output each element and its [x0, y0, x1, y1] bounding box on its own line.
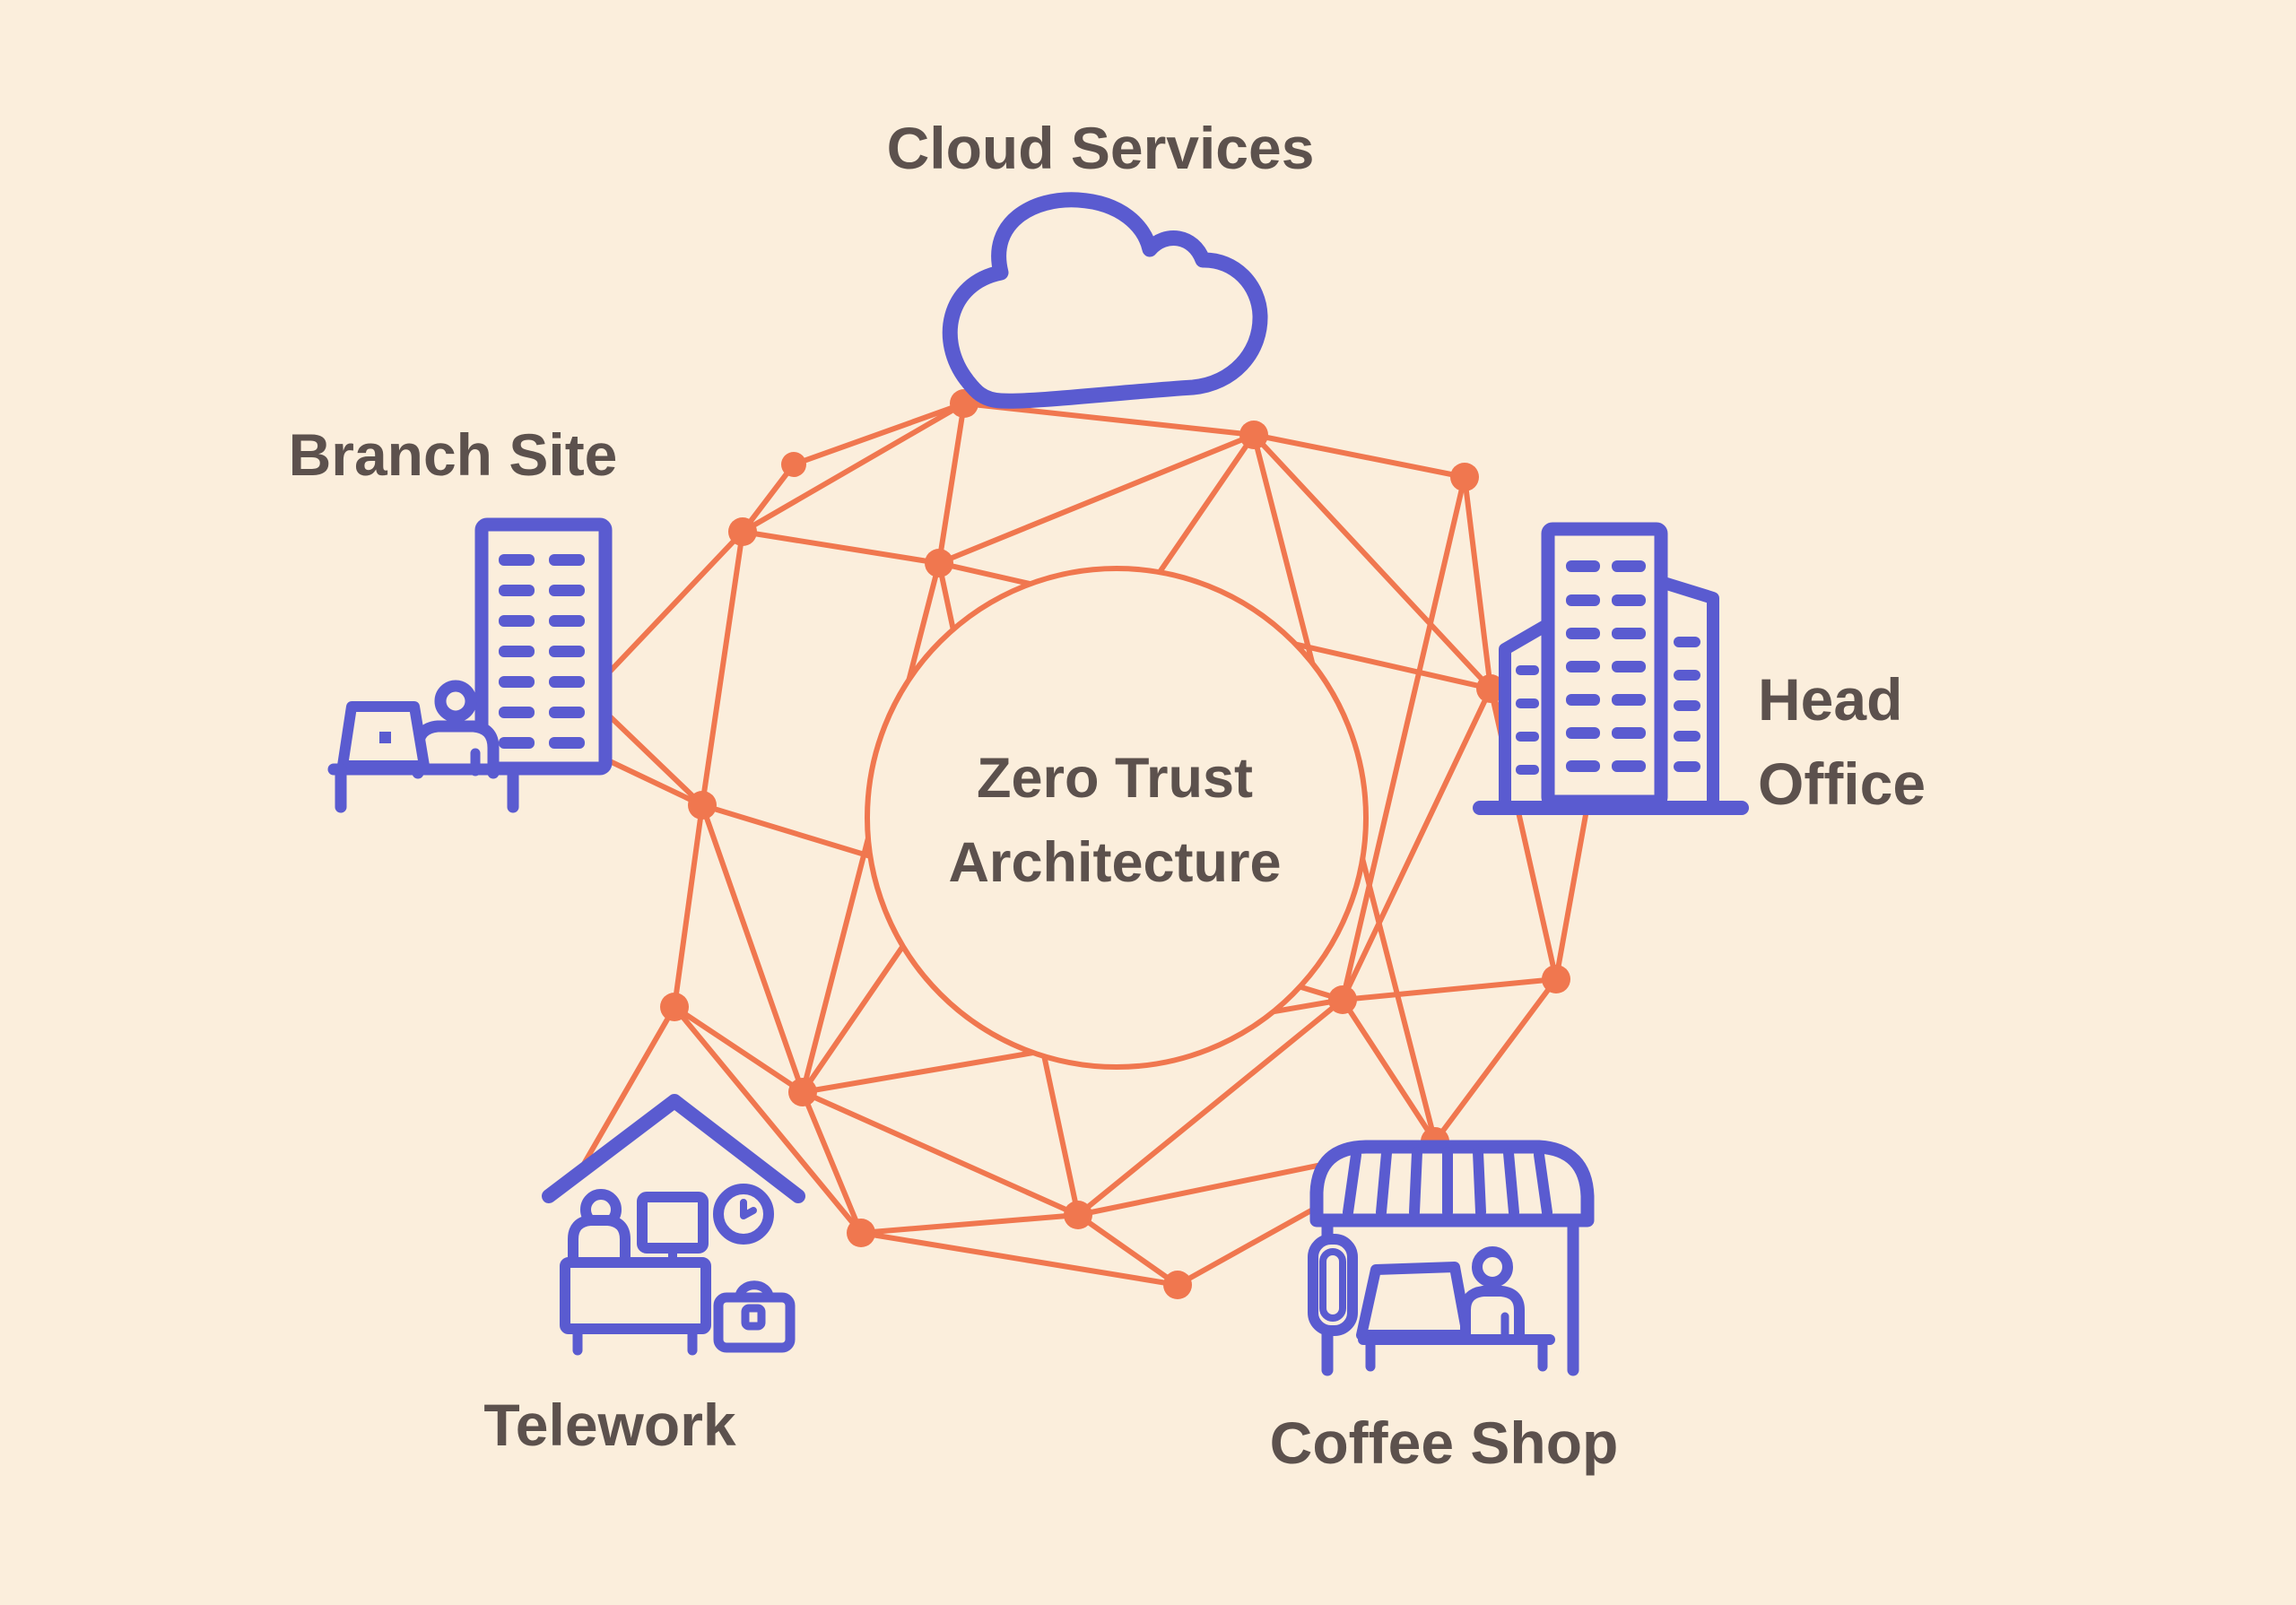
mesh-edge — [740, 529, 942, 566]
mesh-node — [1450, 463, 1479, 491]
mesh-edge — [800, 1089, 1081, 1218]
branch-site-icon — [327, 517, 613, 813]
mesh-edge — [936, 401, 967, 566]
label-head-office-line1: Head — [1758, 666, 1902, 733]
label-cloud-services: Cloud Services — [887, 115, 1315, 181]
mesh-node — [847, 1219, 875, 1247]
mesh-node — [688, 791, 717, 820]
mesh-node — [728, 517, 757, 546]
head-office-windows — [1516, 560, 1700, 775]
coffee-shop-awning-stripes — [1343, 1147, 1552, 1218]
center-title-line2: Architecture — [948, 831, 1281, 894]
mesh-edge — [672, 802, 705, 1010]
telework-desk — [560, 1257, 711, 1334]
telework-icon — [542, 1094, 805, 1356]
head-office-icon — [1473, 522, 1749, 815]
mesh-edge — [740, 401, 967, 534]
mesh-edge — [1340, 686, 1493, 1002]
label-telework: Telework — [483, 1392, 736, 1458]
telework-monitor — [637, 1192, 709, 1254]
central-circle — [865, 566, 1369, 1070]
mesh-edge — [672, 1004, 864, 1236]
mesh-node — [925, 549, 953, 577]
mesh-node — [1064, 1201, 1092, 1229]
mesh-edge — [1340, 976, 1559, 1002]
label-head-office-line2: Office — [1758, 750, 1926, 817]
branch-windows — [499, 554, 585, 749]
coffee-shop-icon — [1308, 1140, 1595, 1376]
mesh-edge — [589, 529, 745, 693]
telework-person-body — [568, 1215, 631, 1268]
label-branch-site: Branch Site — [289, 421, 618, 488]
mesh-edge — [1251, 432, 1467, 480]
mesh-edge — [800, 1089, 864, 1236]
mesh-node — [781, 452, 806, 477]
mesh-edge — [1432, 976, 1559, 1144]
branch-person-head — [434, 680, 477, 723]
center-title-line1: Zero Trust — [977, 747, 1253, 810]
mesh-edge — [858, 1230, 1180, 1288]
mesh-edge — [672, 1004, 805, 1095]
mesh-edge — [936, 432, 1257, 566]
mesh-edge — [858, 1212, 1081, 1236]
mesh-edge — [700, 529, 745, 808]
mesh-node — [788, 1078, 817, 1106]
mesh-node — [1542, 965, 1570, 993]
mesh-edge — [1340, 474, 1467, 1002]
mesh-edge — [1075, 997, 1345, 1218]
coffee-shop-laptop — [1356, 1262, 1473, 1340]
mesh-node — [1328, 985, 1357, 1014]
mesh-edge — [961, 401, 1257, 438]
mesh-edge — [700, 802, 805, 1095]
mesh-edge — [1462, 474, 1493, 691]
mesh-edge — [791, 401, 967, 467]
mesh-edge — [1251, 432, 1493, 691]
mesh-node — [1163, 1271, 1192, 1299]
telework-roof — [542, 1094, 805, 1203]
mesh-edge — [1075, 1212, 1180, 1288]
mesh-node — [660, 993, 689, 1021]
label-coffee-shop: Coffee Shop — [1270, 1410, 1619, 1476]
coffee-shop-person-body — [1460, 1286, 1525, 1340]
cloud-icon — [942, 192, 1268, 409]
mesh-edge — [1340, 997, 1438, 1144]
coffee-shop-person-head — [1472, 1246, 1513, 1288]
mesh-node — [1239, 421, 1268, 449]
mesh-edge — [574, 1004, 677, 1179]
mesh-node — [1476, 674, 1505, 703]
